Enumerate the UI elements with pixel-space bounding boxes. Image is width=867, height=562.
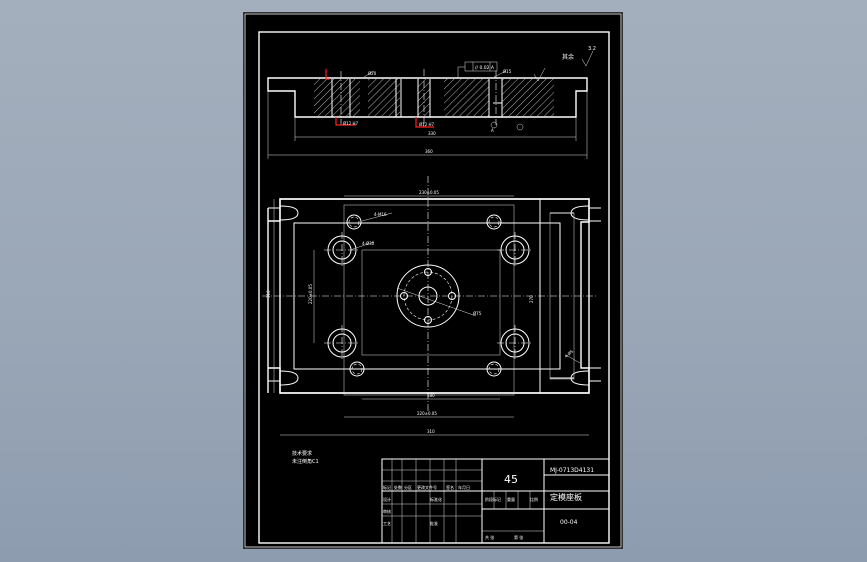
row-approve: 批准: [430, 520, 438, 526]
title-block-frame: [381, 458, 610, 544]
dim-left-inner: 220±0.05: [308, 284, 313, 304]
sheet-code: 00-04: [560, 519, 578, 526]
section-view: Ø12 H7 Ø12 H7 Ø20 Ø15 // 0.02 A A 3.2 其余…: [267, 46, 596, 159]
screw-hole-1: [346, 214, 362, 230]
notes-line-2: 未注倒角C1: [292, 458, 319, 465]
screw-hole-2: [486, 214, 502, 230]
guide-hole-top-right: [497, 232, 533, 268]
roughness-value: 3.2: [588, 46, 596, 52]
drawing-canvas: Ø12 H7 Ø12 H7 Ø20 Ø15 // 0.02 A A 3.2 其余…: [244, 13, 622, 548]
dim-lower-mid: 220±0.05: [417, 411, 437, 416]
top-dim-2: Ø15: [503, 69, 512, 74]
stage-label: 阶段标记: [485, 496, 501, 502]
pocket-inner: [361, 249, 501, 356]
dim-left-outer: 310: [266, 290, 271, 298]
sheet-total: 共 张: [485, 534, 494, 540]
hatch-left: [314, 79, 360, 116]
datum-a: A: [491, 128, 494, 133]
datum-symbol-2: [516, 123, 524, 131]
drawing-number: MJ-0713D4131: [550, 467, 594, 474]
hatch-mid-left: [368, 79, 400, 116]
red-dim-left: [335, 117, 356, 126]
outer-border: [244, 13, 622, 548]
slot-left-bottom: [279, 370, 299, 386]
hdr-sign: 签名: [446, 484, 454, 490]
screw-hole-3: [349, 361, 365, 377]
pocket-outline: [343, 204, 515, 396]
feature-control-frame: [464, 61, 498, 72]
hdr-mark: 标记: [383, 484, 391, 490]
hdr-change: 更改文件号: [417, 484, 437, 490]
red-dim-center-label: Ø12 H7: [419, 122, 435, 127]
dim-lower-inner: 180: [427, 393, 435, 398]
dim-bolt-circle: Ø75: [473, 311, 482, 316]
weight-label: 重量: [507, 496, 515, 502]
hdr-count: 处数: [394, 484, 402, 490]
guide-hole-bottom-left: [324, 325, 360, 361]
red-dim-center: [415, 117, 434, 128]
dim-hole-top: 4-M16: [374, 212, 387, 217]
material-value: 45: [504, 473, 518, 486]
notes-line-1: 技术要求: [292, 450, 312, 457]
locating-ring: [396, 264, 477, 328]
plan-view: 230±0.05 4-M16 4-Ø30 Ø75 310 220±0.05 27…: [262, 176, 601, 436]
scale-label: 比例: [530, 496, 538, 502]
roughness-symbol-top: [581, 50, 594, 67]
slot-left-top: [279, 205, 299, 221]
hatch-center-right: [444, 79, 489, 116]
dim-bottom: 310: [427, 429, 435, 434]
dim-right: 270: [529, 295, 534, 303]
hdr-date: 年月日: [458, 484, 470, 490]
screw-hole-4: [486, 361, 502, 377]
roughness-symbol-mid: [533, 67, 546, 82]
sheet-num: 第 张: [514, 534, 523, 540]
hatch-right: [502, 79, 554, 116]
dim-slot: 4-Ø5: [563, 348, 574, 358]
dim-hole-left: 4-Ø30: [362, 241, 375, 246]
title-block: 45 MJ-0713D4131 定模座板 00-04 标记 处数 分区 更改文件…: [381, 458, 610, 544]
red-mark-top: [325, 69, 330, 80]
guide-hole-bottom-right: [497, 325, 533, 361]
row-std: 标准化: [430, 496, 442, 502]
hdr-zone: 分区: [404, 484, 412, 490]
drawing-sheet: Ø12 H7 Ø12 H7 Ø20 Ø15 // 0.02 A A 3.2 其余…: [243, 12, 623, 549]
rest-label: 其余: [562, 53, 574, 61]
fcf-text: // 0.02 A: [475, 65, 495, 71]
technical-notes: 技术要求 未注倒角C1: [292, 450, 319, 465]
datum-symbol-1: [490, 121, 498, 129]
red-dim-left-label: Ø12 H7: [343, 121, 359, 126]
dim-top: 230±0.05: [419, 190, 439, 195]
dim-overall-label: 360: [425, 149, 433, 154]
dim-inner-label: 330: [428, 131, 436, 136]
part-name: 定模座板: [550, 492, 582, 502]
row-process: 工艺: [383, 521, 391, 526]
row-check: 审核: [383, 508, 391, 514]
top-dim-1: Ø20: [368, 71, 377, 76]
guide-hole-top-left: [324, 232, 360, 268]
row-design: 设计: [383, 496, 391, 502]
